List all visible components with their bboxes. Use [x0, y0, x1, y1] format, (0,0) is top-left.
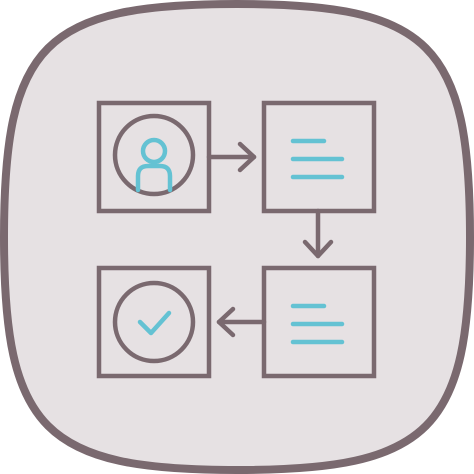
checkmark-icon: [137, 310, 172, 336]
user-icon: [135, 137, 173, 193]
user-circle-outline: [112, 113, 196, 197]
check-circle-icon: [112, 280, 196, 364]
user-head: [140, 137, 168, 165]
arrow-down-icon: [302, 208, 334, 259]
user-body: [135, 163, 173, 193]
arrow-right-icon: [206, 141, 257, 173]
check-box: [96, 265, 212, 379]
arrow-left-icon: [216, 306, 267, 338]
document-lines-icon-2: [290, 303, 345, 345]
completion-step: [96, 265, 212, 379]
document-lines-icon-1: [290, 138, 345, 180]
